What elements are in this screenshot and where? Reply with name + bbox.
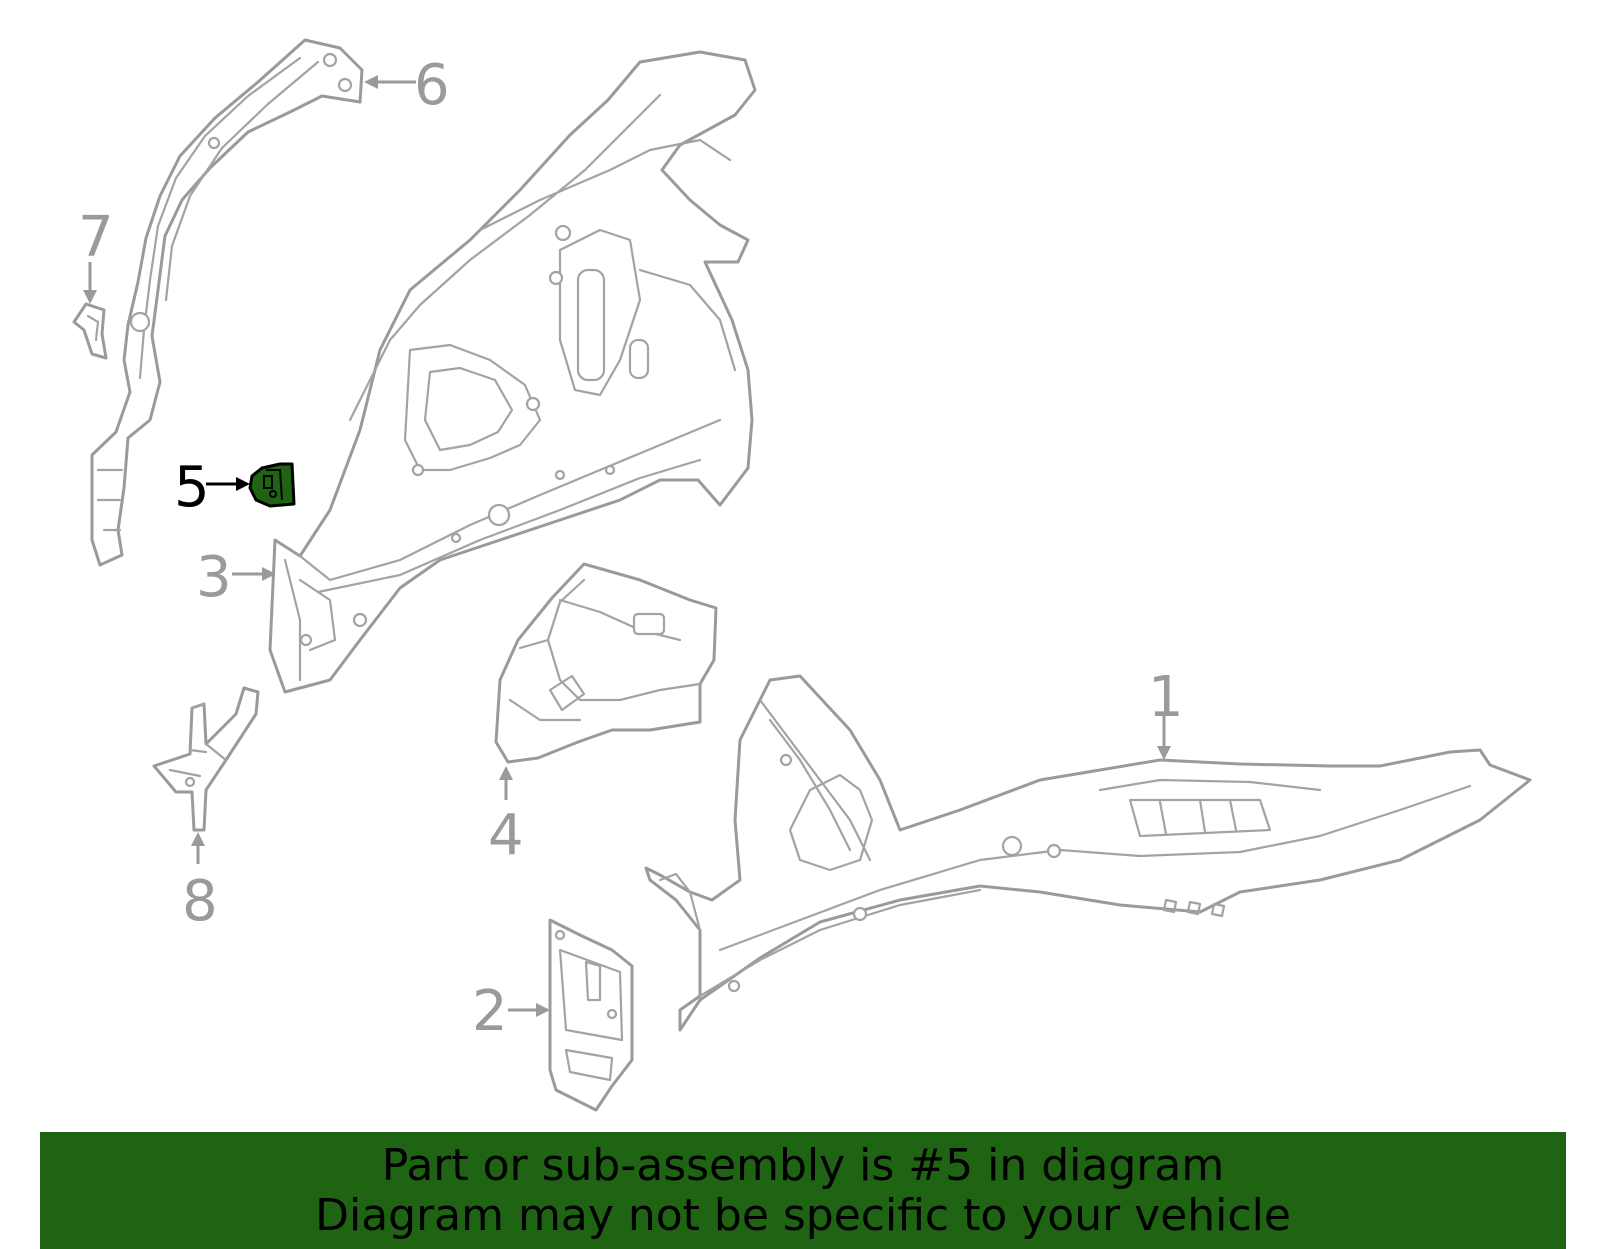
callout-arrow-4 [499, 766, 513, 800]
part-3-apron-assembly [268, 50, 757, 694]
part-7-bracket [72, 302, 108, 360]
part-2-reinforcement-plate [548, 918, 634, 1112]
callout-arrow-3 [232, 567, 276, 581]
callout-arrow-7 [83, 262, 97, 304]
callout-number-2: 2 [472, 979, 508, 1044]
callout-number-1: 1 [1148, 665, 1184, 730]
callout-number-8: 8 [182, 869, 218, 934]
callout-number-5: 5 [174, 455, 210, 520]
part-8-strut-bracket [152, 686, 260, 832]
callout-number-3: 3 [196, 545, 232, 610]
callout-arrow-6 [364, 75, 416, 89]
part-5-highlighted-bracket [248, 462, 296, 508]
callout-number-4: 4 [488, 803, 524, 868]
callout-arrow-5 [206, 477, 250, 491]
banner-line-1: Part or sub-assembly is #5 in diagram [381, 1139, 1225, 1191]
part-6-pillar-reinforcement [90, 38, 364, 567]
info-banner: Part or sub-assembly is #5 in diagram Di… [40, 1132, 1566, 1249]
callout-arrow-8 [191, 832, 205, 864]
callout-number-6: 6 [414, 53, 450, 118]
part-4-wheelhouse-panel [494, 562, 718, 764]
callout-number-7: 7 [78, 205, 114, 270]
callout-arrow-1 [1157, 716, 1171, 760]
part-1-side-member-frame [644, 674, 1532, 1032]
callout-arrow-2 [508, 1003, 550, 1017]
banner-line-2: Diagram may not be specific to your vehi… [315, 1189, 1291, 1241]
